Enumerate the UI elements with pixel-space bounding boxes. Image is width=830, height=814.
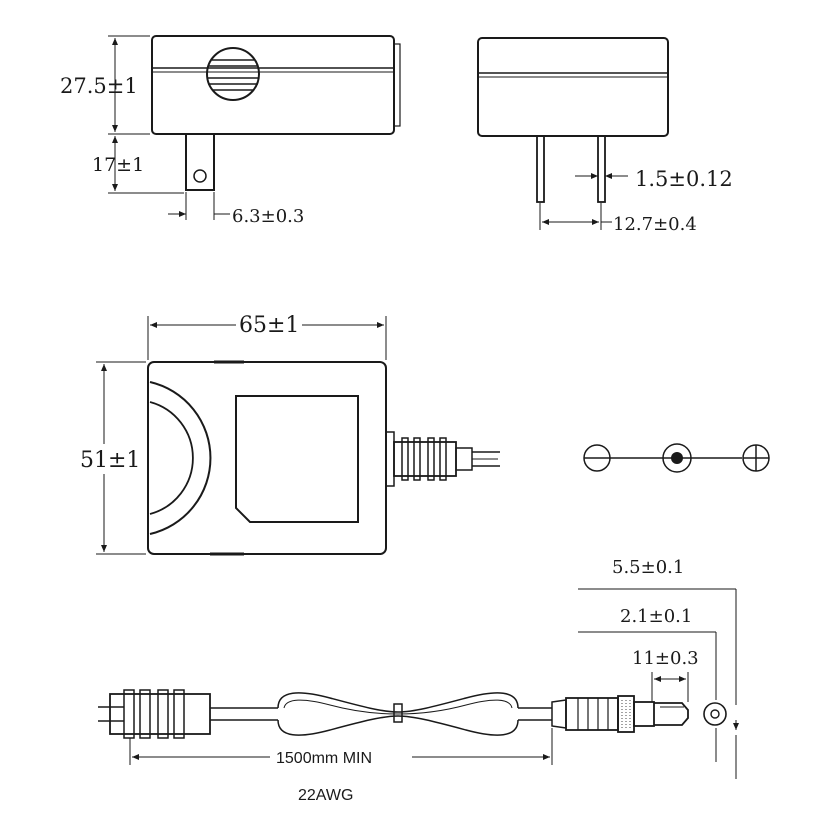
adapter-body-top xyxy=(147,361,387,555)
polarity-symbol xyxy=(583,443,770,473)
plug-pin-left xyxy=(536,135,545,203)
cable-length-dimension: 1500mm MIN 22AWG xyxy=(129,728,553,804)
cable-tie xyxy=(393,703,403,723)
label-plug-outer-diameter: 5.5±0.1 xyxy=(612,557,684,578)
side-view: 27.5±1 17±1 6.3±0.3 xyxy=(60,35,401,227)
plug-dimensions: 5.5±0.1 2.1±0.1 11±0.3 xyxy=(578,557,739,779)
adapter-body-side xyxy=(151,35,395,135)
label-plug-inner-diameter: 2.1±0.1 xyxy=(620,606,692,627)
label-body-width: 65±1 xyxy=(239,313,299,338)
adapter-body-front xyxy=(477,37,669,137)
label-pin-length: 17±1 xyxy=(92,154,144,176)
label-body-height: 27.5±1 xyxy=(60,74,138,98)
plug-end-view xyxy=(703,702,727,726)
top-view: 65±1 51±1 xyxy=(78,310,500,556)
label-pin-spacing: 12.7±0.4 xyxy=(613,214,697,235)
plug-pin-side xyxy=(185,133,215,191)
label-panel xyxy=(235,395,359,523)
cable-assembly xyxy=(98,689,727,739)
strain-relief xyxy=(385,431,500,487)
label-plug-length: 11±0.3 xyxy=(632,648,699,669)
center-pin-icon xyxy=(662,443,692,473)
side-lip xyxy=(393,43,401,127)
plug-pin-right xyxy=(597,135,606,203)
label-body-depth: 51±1 xyxy=(80,448,140,473)
vent-grille xyxy=(206,47,260,101)
front-view: 1.5±0.12 12.7±0.4 xyxy=(477,37,733,235)
label-cable-length: 1500mm MIN xyxy=(276,750,372,767)
label-pin-width: 6.3±0.3 xyxy=(232,206,304,227)
label-wire-gauge: 22AWG xyxy=(298,787,353,804)
dc-plug xyxy=(551,695,689,733)
label-pin-thickness: 1.5±0.12 xyxy=(635,167,733,191)
